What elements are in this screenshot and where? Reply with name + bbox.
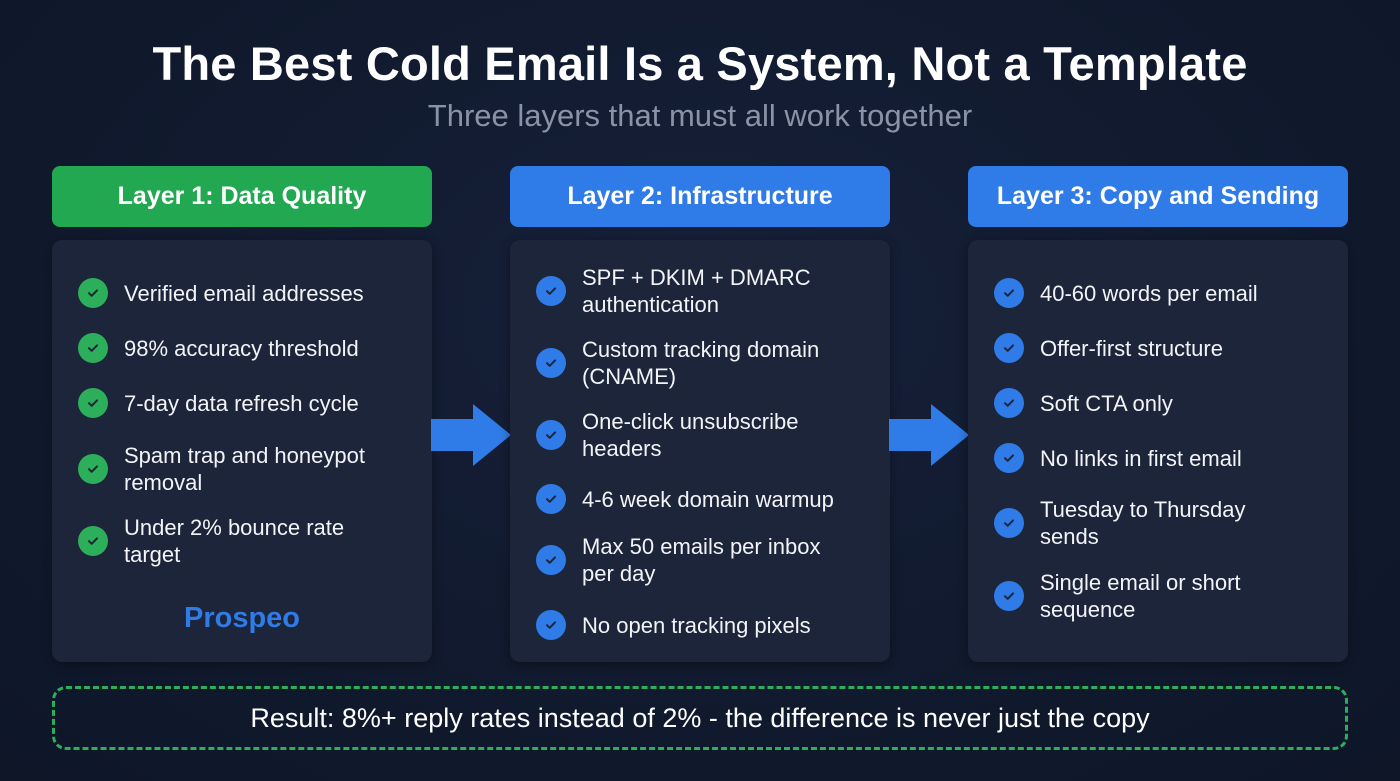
list-item: Single email or short sequence [994,569,1294,623]
check-circle-icon [994,278,1024,308]
list-item: Offer-first structure [994,333,1332,363]
item-text: 4-6 week domain warmup [582,486,834,512]
list-item: SPF + DKIM + DMARC authentication [536,264,836,318]
item-text: Tuesday to Thursday sends [1040,497,1246,549]
result-banner: Result: 8%+ reply rates instead of 2% - … [52,686,1348,750]
item-text: SPF + DKIM + DMARC authentication [582,265,811,317]
brand-logo: Prospeo [183,602,301,634]
list-item: No links in first email [994,443,1332,473]
list-item: No open tracking pixels [536,610,874,640]
check-circle-icon [78,278,108,308]
item-text: 98% accuracy threshold [124,335,359,361]
check-circle-icon [536,545,566,575]
page-title: The Best Cold Email Is a System, Not a T… [152,37,1248,90]
layer-2-card: SPF + DKIM + DMARC authentication Custom… [510,240,890,662]
layer-2-header: Layer 2: Infrastructure [510,166,890,227]
layer-1-column: Layer 1: Data Quality Verified email add… [52,166,432,662]
list-item: 4-6 week domain warmup [536,484,874,514]
list-item: Spam trap and honeypot removal [78,442,408,496]
item-text: No open tracking pixels [582,612,811,638]
check-circle-icon [536,420,566,450]
item-text: Spam trap and honeypot removal [124,443,365,495]
layer-1-header: Layer 1: Data Quality [52,166,432,227]
layer-3-column: Layer 3: Copy and Sending 40-60 words pe… [968,166,1348,662]
list-item: 98% accuracy threshold [78,333,416,363]
list-item: 40-60 words per email [994,278,1332,308]
layer-3-header: Layer 3: Copy and Sending [968,166,1348,227]
item-text: Offer-first structure [1040,335,1223,361]
item-text: Custom tracking domain (CNAME) [582,337,820,389]
check-circle-icon [994,581,1024,611]
list-item: Soft CTA only [994,388,1332,418]
list-item: Tuesday to Thursday sends [994,496,1294,550]
item-text: No links in first email [1040,445,1242,471]
check-circle-icon [994,333,1024,363]
check-circle-icon [536,484,566,514]
check-circle-icon [78,333,108,363]
item-text: Verified email addresses [124,280,364,306]
arrow-right-icon [889,404,969,466]
page-subtitle: Three layers that must all work together [427,98,973,133]
item-text: 7-day data refresh cycle [124,390,359,416]
layer-2-column: Layer 2: Infrastructure SPF + DKIM + DMA… [510,166,890,662]
list-item: Custom tracking domain (CNAME) [536,336,836,390]
layer-3-card: 40-60 words per email Offer-first struct… [968,240,1348,662]
check-circle-icon [536,348,566,378]
list-item: One-click unsubscribe headers [536,408,836,462]
item-text: One-click unsubscribe headers [582,409,799,461]
check-circle-icon [78,454,108,484]
item-text: Max 50 emails per inbox per day [582,534,821,586]
check-circle-icon [78,526,108,556]
item-text: Under 2% bounce rate target [124,515,345,567]
check-circle-icon [536,276,566,306]
item-text: Soft CTA only [1040,390,1173,416]
check-circle-icon [994,508,1024,538]
layer-1-card: Verified email addresses 98% accuracy th… [52,240,432,662]
check-circle-icon [78,388,108,418]
check-circle-icon [536,610,566,640]
list-item: Under 2% bounce rate target [78,514,368,568]
list-item: Verified email addresses [78,278,416,308]
item-text: Single email or short sequence [1040,570,1241,622]
check-circle-icon [994,443,1024,473]
check-circle-icon [994,388,1024,418]
arrow-right-icon [431,404,511,466]
item-text: 40-60 words per email [1040,280,1258,306]
list-item: Max 50 emails per inbox per day [536,533,856,587]
list-item: 7-day data refresh cycle [78,388,416,418]
